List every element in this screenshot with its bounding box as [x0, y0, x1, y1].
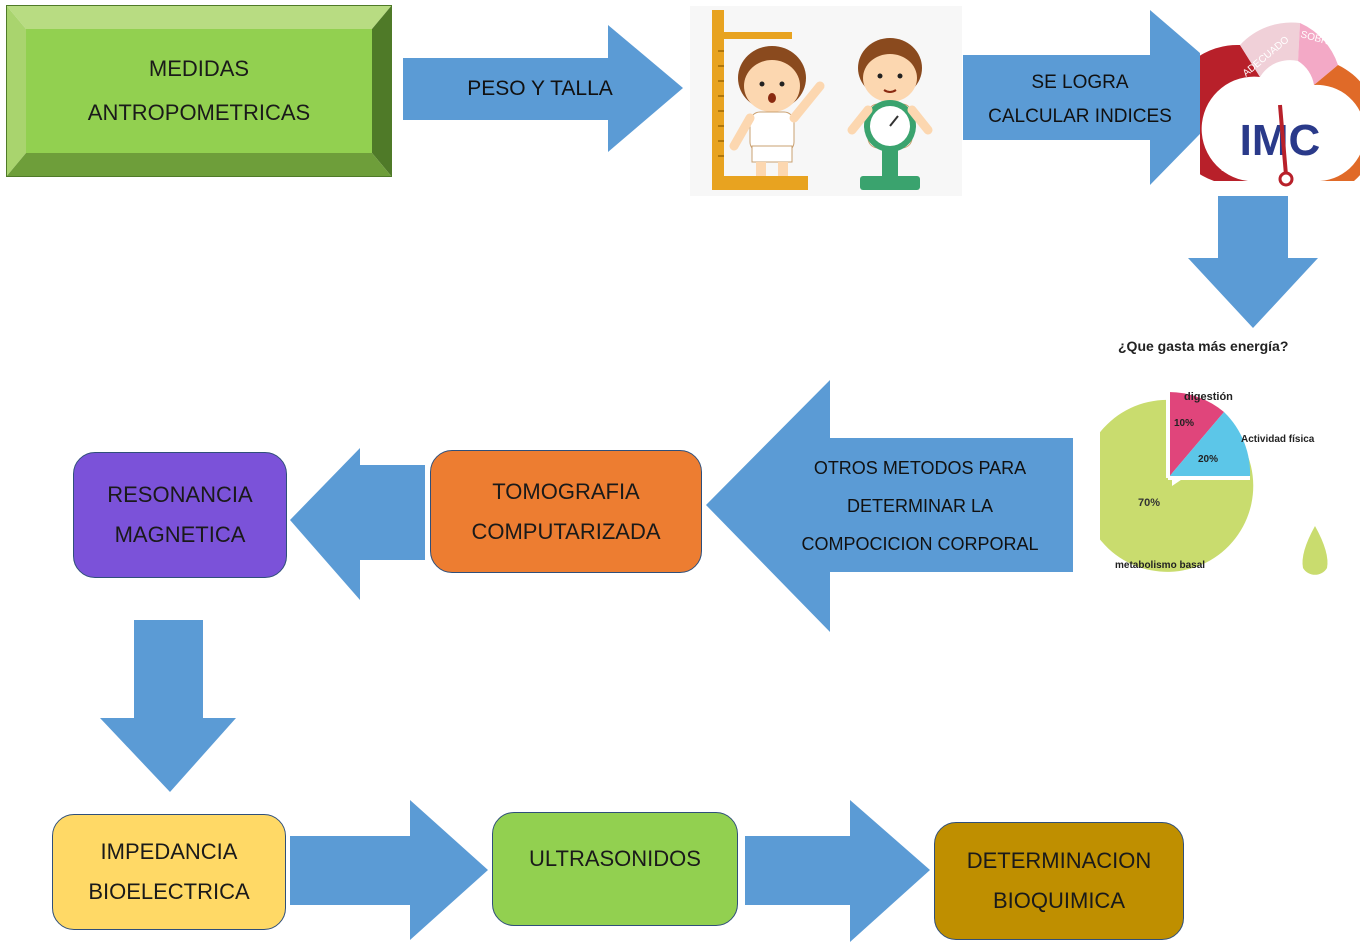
energy-pie-chart: digestión 10% Actividad física 20% 70% m…	[1100, 391, 1328, 575]
arrow-down-right	[1188, 196, 1318, 328]
energy-chart-title: ¿Que gasta más energía?	[1118, 338, 1289, 354]
impedancia-bioelectrica-box: IMPEDANCIA BIOELECTRICA	[52, 814, 286, 930]
pie-percent-actividad: 20%	[1198, 454, 1218, 465]
arrow-otros-metodos	[706, 380, 1073, 632]
arrow-label-peso-talla: PESO Y TALLA	[467, 77, 613, 100]
pie-percent-digestion: 10%	[1174, 418, 1194, 429]
medidas-bevel-box	[6, 5, 392, 177]
pie-label-digestion: digestión	[1184, 391, 1233, 403]
tomografia-computarizada-box: TOMOGRAFIA COMPUTARIZADA	[430, 450, 702, 573]
imc-gauge: IMC BAJO ADECUADO SOBREPESO OBESIDAD	[1200, 5, 1360, 191]
arrow-label-se-logra: SE LOGRA CALCULAR INDICES	[988, 72, 1172, 127]
arrow-se-logra	[963, 10, 1243, 185]
medidas-antropometricas-box: MEDIDAS ANTROPOMETRICAS	[87, 56, 311, 125]
arrow-impedancia-ultrasonidos	[290, 800, 488, 940]
resonancia-magnetica-box: RESONANCIA MAGNETICA	[73, 452, 287, 578]
pie-percent-metabolismo: 70%	[1138, 497, 1160, 509]
pie-slice-actividad	[1168, 412, 1251, 478]
arrow-tomografia-resonancia	[290, 448, 425, 600]
ultrasonidos-box: ULTRASONIDOS	[492, 812, 738, 926]
drop-logo-icon	[1302, 526, 1328, 575]
determinacion-bioquimica-box: DETERMINACION BIOQUIMICA	[934, 822, 1184, 940]
pie-slice-digestion	[1168, 391, 1224, 478]
pie-label-actividad: Actividad física	[1241, 434, 1315, 445]
arrow-down-left	[100, 620, 236, 792]
arrow-ultrasonidos-determinacion	[745, 800, 930, 942]
pie-label-metabolismo: metabolismo basal	[1115, 560, 1205, 571]
pie-slice-metabolismo	[1100, 399, 1254, 572]
children-measuring-illustration	[690, 6, 962, 196]
arrow-label-otros-metodos: OTROS METODOS PARA DETERMINAR LA COMPOCI…	[801, 457, 1039, 554]
arrow-peso-talla	[403, 25, 683, 152]
